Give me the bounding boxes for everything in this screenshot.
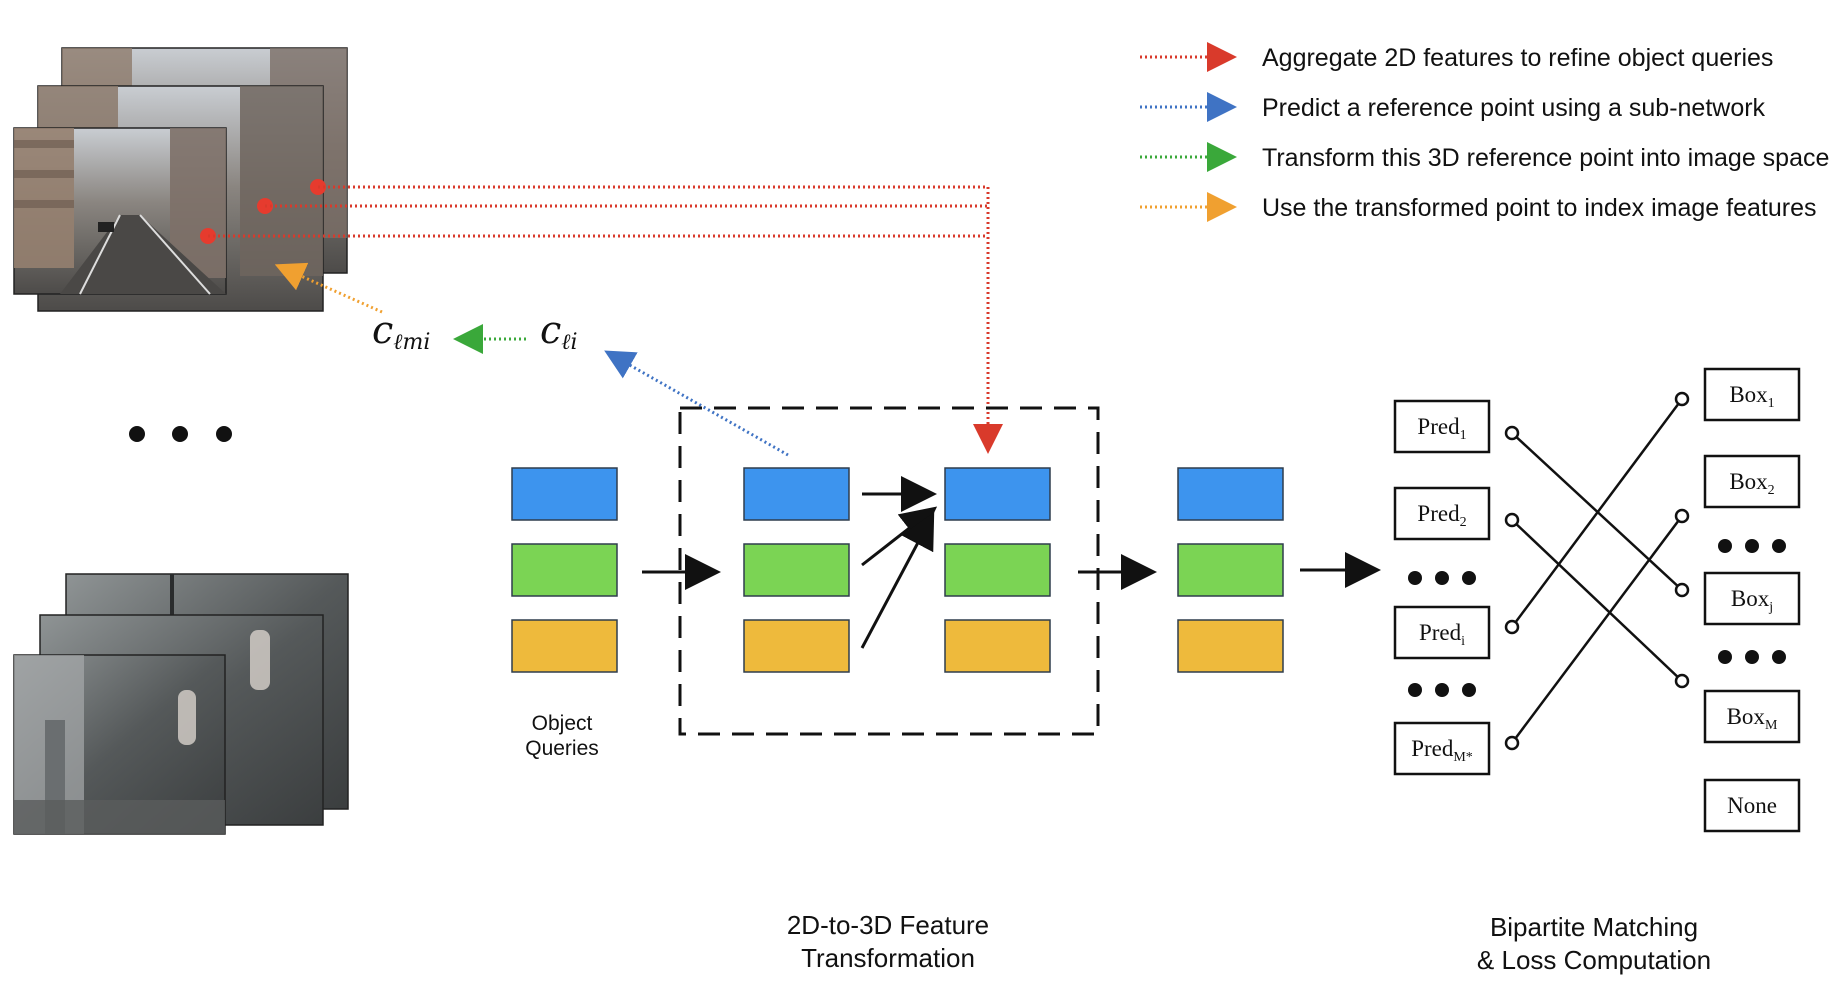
math-c-li: cℓi <box>540 308 578 355</box>
svg-text:Box2: Box2 <box>1729 469 1774 498</box>
box-m-base: Box <box>1727 704 1766 729</box>
c-li-subscript: ℓi <box>561 330 577 355</box>
legend-label-index: Use the transformed point to index image… <box>1262 194 1816 222</box>
feature-transform-caption-1: 2D-to-3D Feature <box>787 910 989 940</box>
svg-text:Predi: Predi <box>1419 620 1465 649</box>
pred-2-subscript: 2 <box>1460 515 1467 530</box>
c-li-base: c <box>540 308 561 352</box>
camera-image-front <box>13 654 226 835</box>
legend-item-aggregate: Aggregate 2D features to refine object q… <box>1140 42 1773 72</box>
pred-ellipsis-1 <box>1408 571 1476 585</box>
box-2-base: Box <box>1729 469 1768 494</box>
legend-item-predict: Predict a reference point using a sub-ne… <box>1140 92 1766 122</box>
pred-box-i: Predi <box>1393 605 1491 660</box>
object-queries-label-2: Queries <box>525 737 599 760</box>
pred-m-base: Pred <box>1411 736 1454 761</box>
box-2-subscript: 2 <box>1768 483 1775 498</box>
box-m-subscript: M <box>1765 718 1778 733</box>
pred-i-subscript: i <box>1461 634 1465 649</box>
svg-text:BoxM: BoxM <box>1727 704 1778 733</box>
refined-queries <box>1177 467 1284 673</box>
legend: Aggregate 2D features to refine object q… <box>1140 42 1829 222</box>
math-c-lmi: cℓmi <box>372 308 430 355</box>
matching-nodes <box>1504 391 1690 751</box>
svg-text:Boxj: Boxj <box>1731 586 1773 615</box>
gt-ellipsis-2 <box>1718 650 1786 664</box>
svg-text:cℓmi: cℓmi <box>372 308 430 355</box>
matching-lines <box>1510 398 1684 744</box>
transform-output-queries <box>944 467 1051 673</box>
feature-transform-caption-2: Transformation <box>801 943 975 973</box>
ellipsis-left <box>129 426 232 442</box>
matching-caption-1: Bipartite Matching <box>1490 912 1698 942</box>
object-queries: Object Queries <box>511 467 618 760</box>
pred-i-base: Pred <box>1419 620 1462 645</box>
query-green <box>511 543 618 597</box>
svg-text:cℓi: cℓi <box>540 308 578 355</box>
box-none-label: None <box>1727 793 1777 818</box>
object-queries-label-1: Object <box>532 712 593 735</box>
pred-2-base: Pred <box>1417 501 1460 526</box>
gt-box-j: Boxj <box>1703 571 1801 626</box>
c-lmi-subscript: ℓmi <box>393 330 430 355</box>
transform-input-queries <box>743 467 850 673</box>
ground-truth-boxes: Box1 Box2 Boxj BoxM None <box>1703 367 1801 833</box>
pred-1-base: Pred <box>1417 414 1460 439</box>
pred-box-2: Pred2 <box>1393 486 1491 541</box>
legend-label-transform: Transform this 3D reference point into i… <box>1262 144 1829 172</box>
box-j-subscript: j <box>1768 600 1773 615</box>
pred-box-1: Pred1 <box>1393 399 1491 454</box>
camera-image-stack-top <box>13 47 348 312</box>
legend-item-index: Use the transformed point to index image… <box>1140 192 1816 222</box>
matching-caption-2: & Loss Computation <box>1477 945 1711 975</box>
predict-arrow <box>604 350 789 457</box>
gt-box-m: BoxM <box>1703 689 1801 744</box>
box-1-subscript: 1 <box>1768 396 1775 411</box>
pred-box-m: PredM* <box>1393 721 1491 776</box>
gt-box-2: Box2 <box>1703 454 1801 509</box>
svg-text:Pred1: Pred1 <box>1417 414 1466 443</box>
gt-ellipsis-1 <box>1718 539 1786 553</box>
svg-text:Pred2: Pred2 <box>1417 501 1466 530</box>
query-blue <box>511 467 618 521</box>
svg-text:PredM*: PredM* <box>1411 736 1473 765</box>
aggregate-arrows <box>208 185 1003 454</box>
legend-label-predict: Predict a reference point using a sub-ne… <box>1262 94 1766 122</box>
c-lmi-base: c <box>372 308 393 352</box>
svg-text:Box1: Box1 <box>1729 382 1774 411</box>
pred-m-subscript: M* <box>1453 750 1472 765</box>
query-yellow <box>511 619 618 673</box>
box-j-base: Box <box>1731 586 1770 611</box>
gt-box-none: None <box>1703 778 1801 833</box>
attention-arrows <box>860 476 938 649</box>
predictions: Pred1 Pred2 Predi PredM* <box>1393 399 1491 776</box>
camera-image-stack-bottom <box>13 573 349 835</box>
box-1-base: Box <box>1729 382 1768 407</box>
pred-ellipsis-2 <box>1408 683 1476 697</box>
camera-image-front <box>13 127 227 295</box>
pred-1-subscript: 1 <box>1460 428 1467 443</box>
legend-item-transform: Transform this 3D reference point into i… <box>1140 142 1829 172</box>
gt-box-1: Box1 <box>1703 367 1801 422</box>
legend-label-aggregate: Aggregate 2D features to refine object q… <box>1262 44 1773 72</box>
index-arrow <box>274 262 383 314</box>
